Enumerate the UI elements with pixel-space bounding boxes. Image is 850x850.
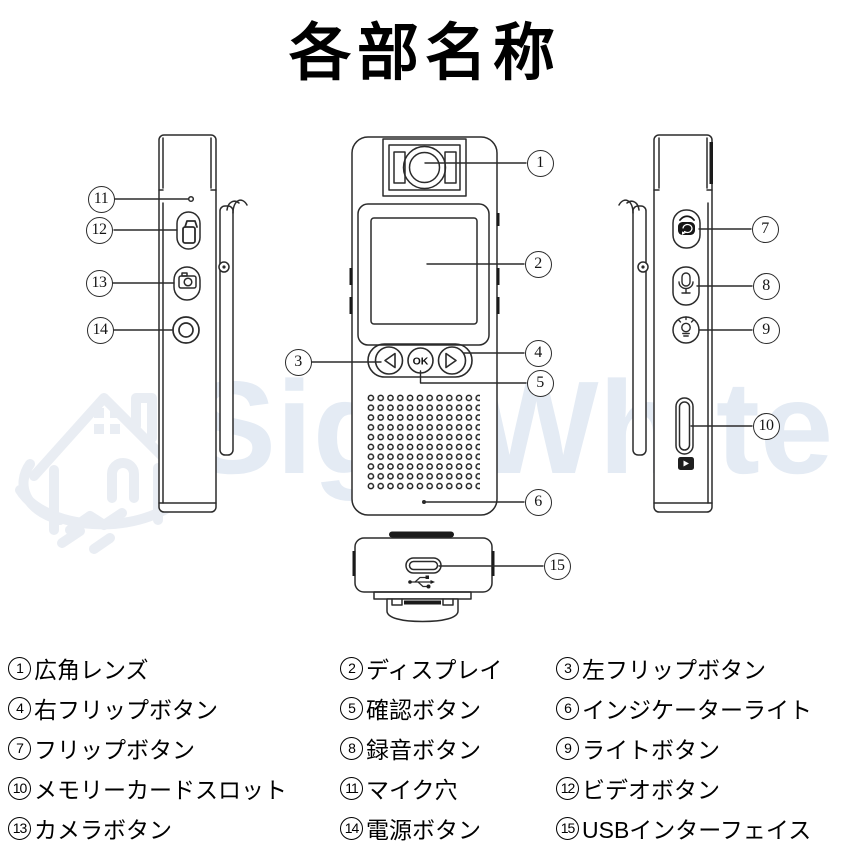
callout-12: 12 bbox=[85, 216, 113, 244]
display-screen bbox=[357, 203, 490, 346]
legend-label: 右フリップボタン bbox=[34, 697, 218, 723]
legend-label: 確認ボタン bbox=[366, 697, 481, 723]
legend-label: カメラボタン bbox=[34, 817, 172, 843]
record-button bbox=[672, 266, 700, 306]
legend-number: 4 bbox=[8, 696, 31, 720]
callout-lines bbox=[111, 162, 753, 567]
power-icon bbox=[178, 322, 194, 338]
legend-label: ビデオボタン bbox=[582, 777, 720, 803]
ok-button-label: OK bbox=[413, 356, 429, 368]
front-view: OK bbox=[349, 136, 500, 516]
legend-label: 電源ボタン bbox=[366, 817, 481, 843]
left-side-view bbox=[158, 134, 248, 513]
callout-13: 13 bbox=[85, 269, 113, 297]
callout-2: 2 bbox=[524, 250, 552, 278]
legend-number: 8 bbox=[340, 736, 363, 760]
legend-number: 11 bbox=[340, 776, 363, 800]
left-flip-button bbox=[374, 346, 404, 375]
callout-10: 10 bbox=[752, 412, 780, 440]
legend-label: ライトボタン bbox=[582, 737, 720, 763]
legend-label: マイク穴 bbox=[366, 777, 458, 803]
video-camera-icon bbox=[182, 220, 198, 244]
light-icon bbox=[677, 316, 695, 337]
side-buttons-edge bbox=[349, 213, 500, 314]
right-flip-button bbox=[437, 346, 467, 375]
legend-number: 2 bbox=[340, 656, 363, 680]
camera-icon bbox=[178, 272, 197, 289]
legend-number: 1 bbox=[8, 656, 31, 680]
legend-number: 7 bbox=[8, 736, 31, 760]
bottom-view bbox=[352, 531, 495, 623]
legend-label: メモリーカードスロット bbox=[34, 777, 287, 803]
bottom-body bbox=[354, 537, 493, 593]
legend-label: 広角レンズ bbox=[34, 657, 149, 683]
mount-base bbox=[373, 591, 472, 623]
legend-number: 13 bbox=[8, 816, 31, 840]
legend-label: インジケーターライト bbox=[582, 697, 812, 723]
flip-camera-icon bbox=[678, 215, 695, 235]
callout-8: 8 bbox=[752, 272, 780, 300]
right-side-view bbox=[618, 134, 713, 513]
left-clip bbox=[218, 199, 248, 456]
legend-label: フリップボタン bbox=[34, 737, 195, 763]
callout-1: 1 bbox=[526, 149, 554, 177]
legend-number: 12 bbox=[556, 776, 579, 800]
callout-4: 4 bbox=[524, 339, 552, 367]
wide-angle-lens bbox=[402, 145, 447, 190]
legend-number: 5 bbox=[340, 696, 363, 720]
left-arrow-icon bbox=[384, 352, 396, 369]
legend-label: USBインターフェイス bbox=[582, 817, 812, 843]
callout-3: 3 bbox=[284, 348, 312, 376]
power-button bbox=[172, 316, 200, 344]
callout-11: 11 bbox=[87, 185, 115, 213]
house-logo bbox=[15, 393, 197, 554]
page-title: 各部名称 bbox=[288, 19, 561, 88]
callout-7: 7 bbox=[751, 215, 779, 243]
right-clip bbox=[618, 199, 649, 456]
legend-label: 録音ボタン bbox=[366, 737, 481, 763]
legend-number: 3 bbox=[556, 656, 579, 680]
callout-6: 6 bbox=[524, 488, 552, 516]
callout-9: 9 bbox=[752, 316, 780, 344]
legend-number: 14 bbox=[340, 816, 363, 840]
microphone-icon bbox=[678, 272, 694, 294]
speaker-grille bbox=[366, 393, 480, 491]
right-body bbox=[653, 134, 713, 513]
legend-number: 15 bbox=[556, 816, 579, 840]
legend-label: 左フリップボタン bbox=[582, 657, 766, 683]
sd-card-icon bbox=[678, 457, 694, 470]
flip-button bbox=[672, 209, 701, 249]
callout-15: 15 bbox=[543, 552, 571, 580]
legend-number: 10 bbox=[8, 776, 31, 800]
camera-module bbox=[382, 138, 467, 197]
right-arrow-icon bbox=[445, 352, 457, 369]
legend-number: 6 bbox=[556, 696, 579, 720]
callout-14: 14 bbox=[86, 316, 114, 344]
callout-5: 5 bbox=[526, 369, 554, 397]
light-button bbox=[672, 316, 700, 344]
usb-icon bbox=[408, 575, 435, 589]
legend-label: ディスプレイ bbox=[366, 657, 503, 683]
legend-number: 9 bbox=[556, 736, 579, 760]
